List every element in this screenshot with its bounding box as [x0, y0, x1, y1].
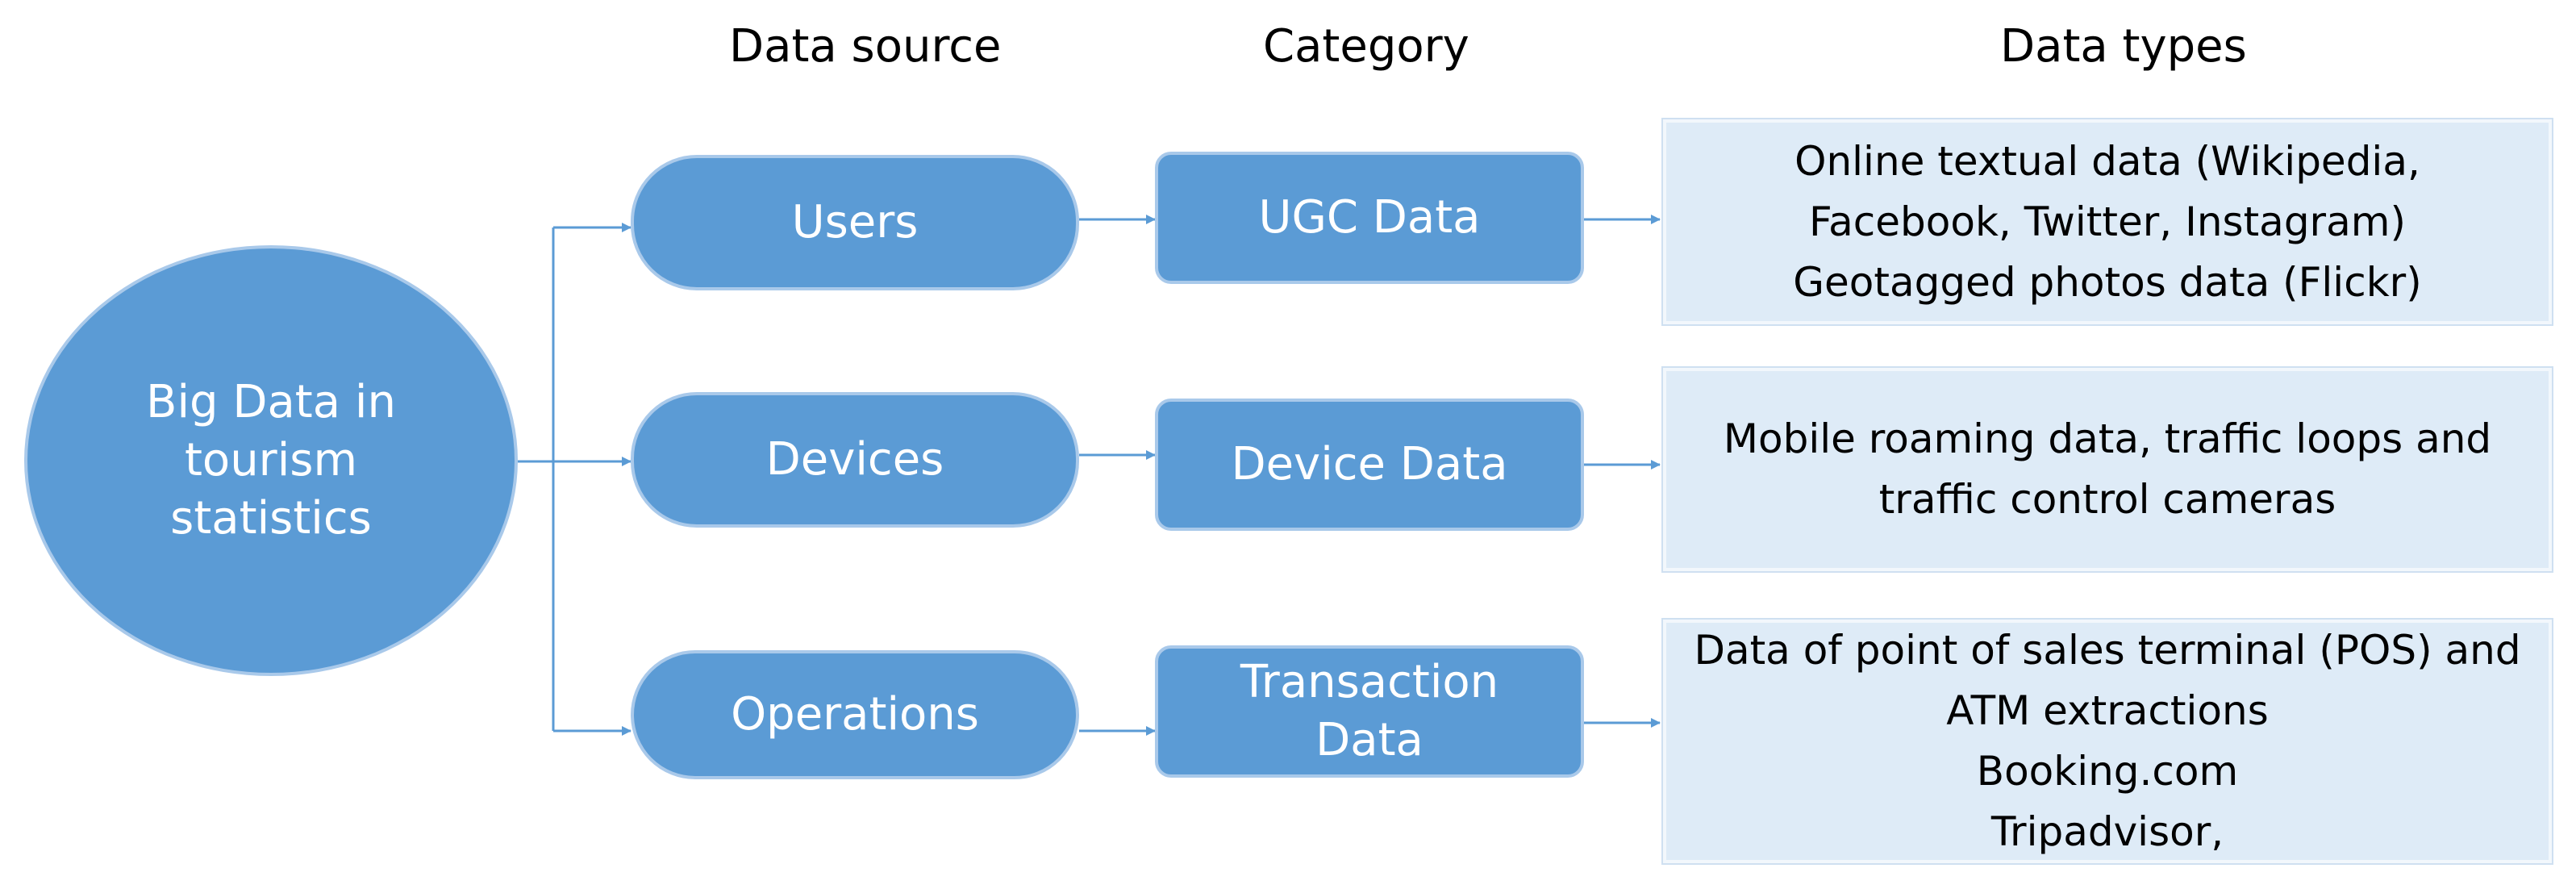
source-operations: Operations [631, 650, 1079, 779]
category-ugc-data-label: UGC Data [1258, 191, 1481, 244]
root-label: Big Data in tourism statistics [146, 376, 396, 545]
category-ugc-data: UGC Data [1155, 152, 1584, 284]
types-ugc-text: Online textual data (Wikipedia, Facebook… [1793, 137, 2422, 306]
source-devices-label: Devices [765, 433, 944, 486]
source-users-label: Users [791, 196, 919, 249]
root-node: Big Data in tourism statistics [24, 245, 518, 676]
types-device-text: Mobile roaming data, traffic loops and t… [1723, 415, 2492, 523]
header-category: Category [1263, 20, 1469, 73]
category-device-data: Device Data [1155, 399, 1584, 531]
header-data-source: Data source [729, 20, 1002, 73]
source-users: Users [631, 155, 1079, 290]
category-device-data-label: Device Data [1231, 438, 1508, 491]
source-devices: Devices [631, 392, 1079, 528]
category-transaction-data: Transaction Data [1155, 645, 1584, 778]
types-box-device: Mobile roaming data, traffic loops and t… [1661, 366, 2553, 573]
header-data-types: Data types [2000, 20, 2247, 73]
types-box-ugc: Online textual data (Wikipedia, Facebook… [1661, 118, 2553, 326]
category-transaction-data-label: Transaction Data [1240, 656, 1499, 766]
types-box-transaction: Data of point of sales terminal (POS) an… [1661, 618, 2553, 865]
source-operations-label: Operations [731, 688, 979, 741]
types-transaction-text: Data of point of sales terminal (POS) an… [1694, 627, 2521, 855]
